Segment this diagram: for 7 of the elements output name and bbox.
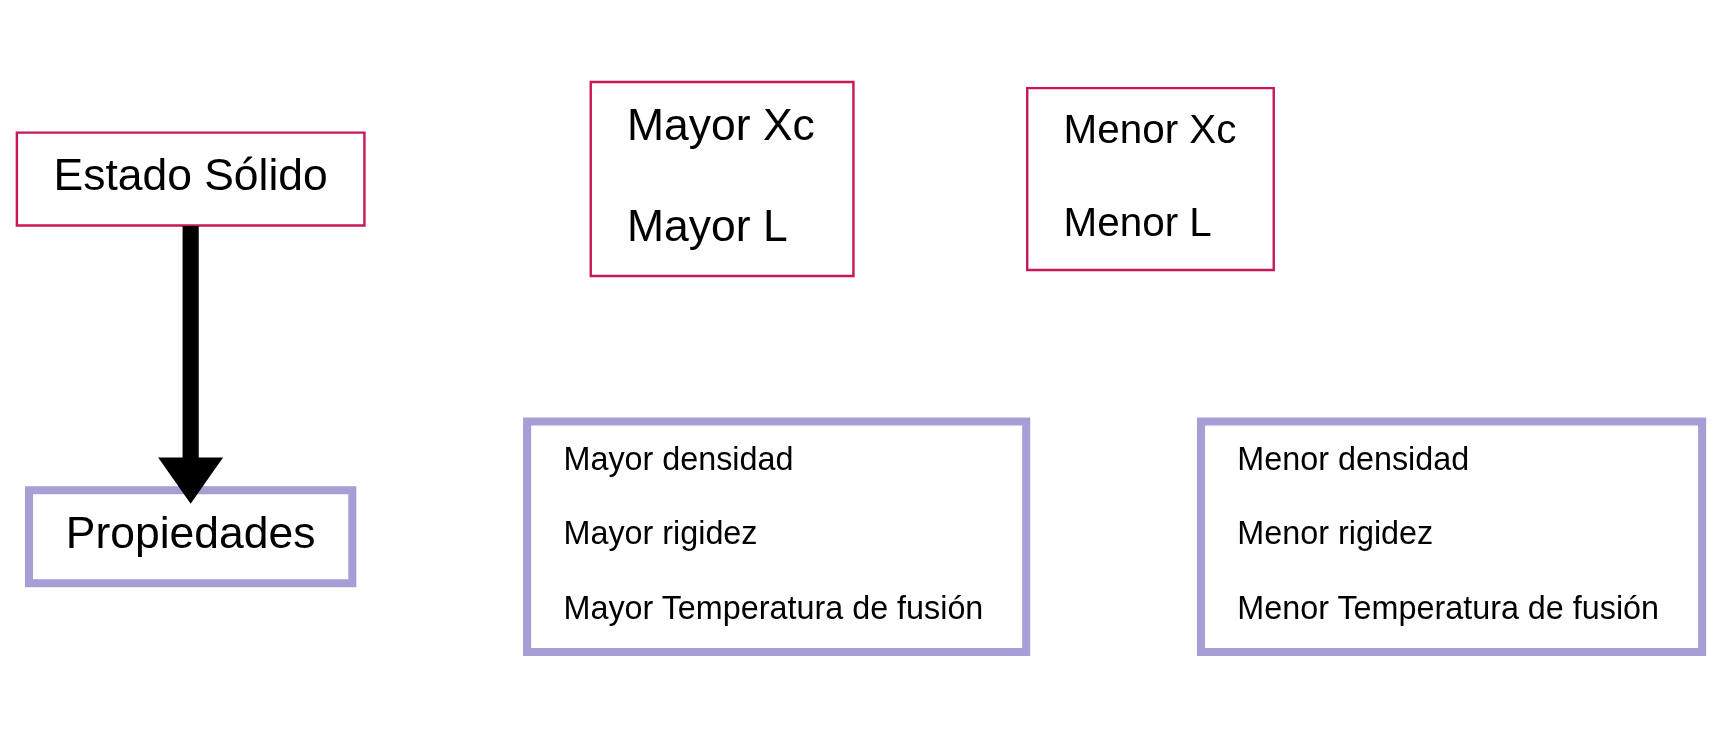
node-box: Estado Sólido [15,130,366,227]
node-box: Propiedades [24,485,357,587]
node-box: Mayor Xc Mayor L [589,80,855,277]
arrow [158,225,224,504]
node-box: Mayor densidad Mayor rigidez Mayor Temperatura de fusión [523,417,1031,656]
node-box: Menor densidad Menor rigidez Menor Temperatura de fusión [1196,417,1707,656]
node-box: Menor Xc Menor L [1026,86,1275,271]
